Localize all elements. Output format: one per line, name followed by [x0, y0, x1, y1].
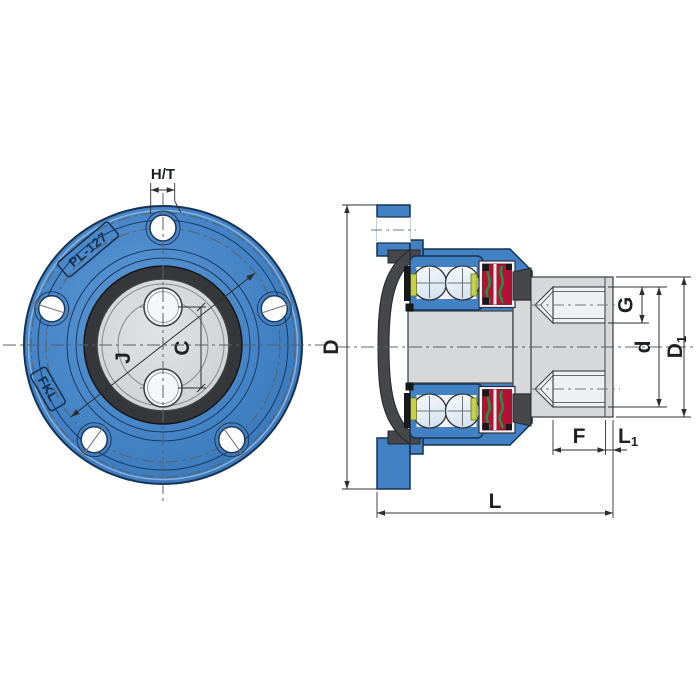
bolt-hole-boss	[76, 422, 112, 458]
dim-shaft-d: d	[608, 287, 667, 408]
tapped-hole-top	[531, 285, 620, 325]
bearing-bottom	[404, 383, 484, 439]
dim-thread-g: G	[608, 286, 667, 324]
dim-label-j: J	[112, 352, 135, 364]
bearing-top	[404, 255, 484, 311]
bolt-hole-boss	[214, 422, 250, 458]
bearing-seal-edge	[404, 266, 411, 301]
dim-label-d-shaft: d	[632, 341, 655, 354]
section-view: D G d D1	[320, 204, 697, 518]
dim-label-f: F	[573, 425, 586, 448]
dim-label-d1: D1	[664, 336, 689, 358]
dim-flange-diameter-d: D	[320, 204, 380, 490]
tapped-hole-bottom	[531, 369, 620, 409]
dim-hub-diameter-d1: D1	[616, 276, 691, 418]
dim-label-c: C	[171, 340, 194, 355]
flinger-top	[512, 267, 532, 301]
bolt-hole-center-ticks	[31, 301, 295, 457]
bolt-hole-boss	[256, 291, 292, 327]
collar-mark	[405, 303, 414, 312]
bearing-seal-edge	[404, 393, 411, 428]
cage-mark	[410, 397, 417, 421]
dim-label-g: G	[615, 297, 638, 313]
cage-mark	[470, 273, 478, 297]
dim-label-ht: H/T	[151, 166, 175, 183]
seal-bottom	[478, 385, 516, 434]
cage-mark	[470, 397, 478, 421]
cage-mark	[410, 273, 417, 297]
dim-hole-ht: H/T	[150, 166, 182, 214]
dim-label-l1: L1	[618, 425, 638, 449]
dim-label-l: L	[489, 490, 502, 513]
flange-bolt-hole-section	[371, 216, 416, 244]
collar-mark	[405, 382, 414, 391]
front-view: J C H/T	[3, 166, 324, 502]
dim-label-d-flange: D	[320, 339, 343, 354]
flange-plate-bottom	[376, 437, 411, 490]
dim-thread-length-f: F	[552, 420, 606, 455]
dim-set-screws-c: C	[171, 302, 206, 393]
dim-end-l1: L1	[605, 425, 638, 453]
dim-overall-length-l: L	[376, 420, 614, 518]
flinger-bottom	[512, 393, 532, 427]
seal-top	[478, 260, 516, 309]
bolt-hole-boss	[34, 291, 70, 327]
